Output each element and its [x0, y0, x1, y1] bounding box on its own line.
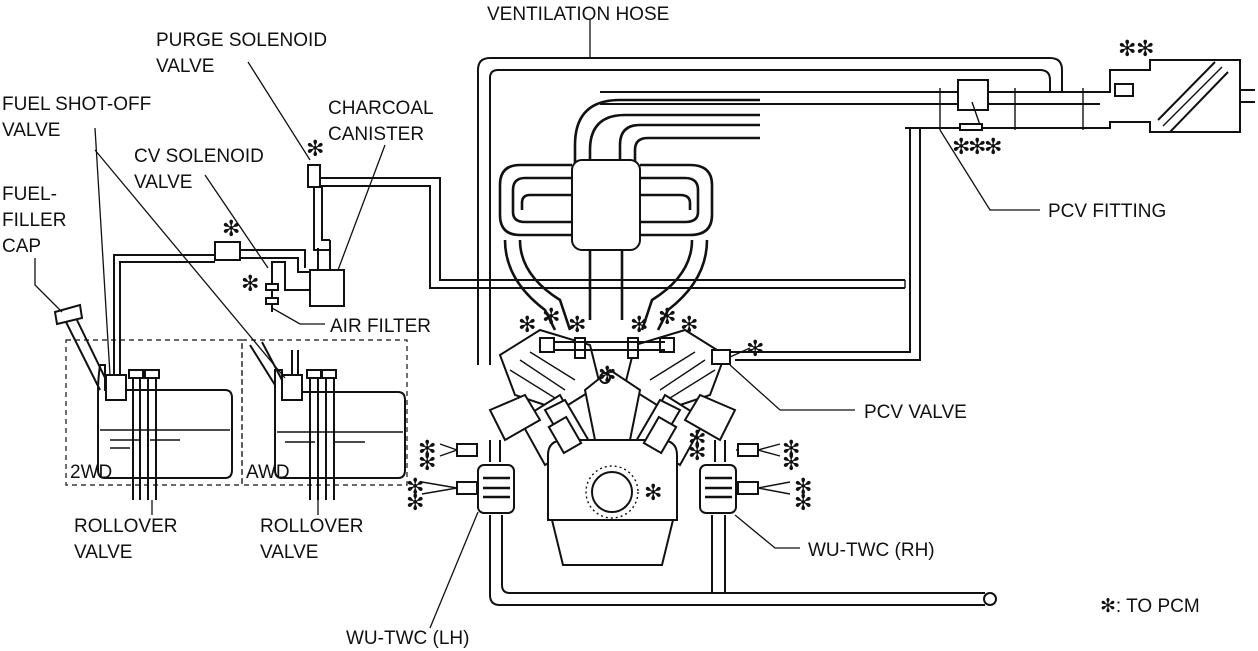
pcm-marker: ✻ [984, 135, 1002, 160]
fuel-tank-awd [241, 339, 408, 500]
pcm-marker: ✻ [1136, 37, 1154, 62]
legend-to-pcm: ✻: TO PCM [1100, 596, 1200, 617]
label-pcv-fitting: PCV FITTING [1048, 201, 1166, 222]
label-charcoal-canister: CHARCOAL [328, 98, 434, 119]
label-charcoal-canister: CANISTER [328, 124, 424, 145]
pcm-marker: ✻ [406, 491, 424, 516]
fuel-tank-2wd [53, 303, 243, 500]
evap-lines [113, 164, 906, 380]
intake-duct [600, 59, 1255, 133]
ventilation-hose [477, 57, 1063, 365]
pcm-marker: ✻ [746, 337, 764, 362]
label-fuel-filler-cap: FUEL- [2, 184, 57, 205]
labels: VENTILATION HOSE PURGE SOLENOID VALVE CH… [2, 4, 1200, 649]
intake-manifold [498, 98, 760, 331]
label-wu-twc-lh: WU-TWC (LH) [346, 628, 469, 649]
label-rollover-valve-left: ROLLOVER [74, 516, 177, 537]
pcm-marker: ✻ [406, 475, 424, 500]
pcm-marker: ✻ [782, 451, 800, 476]
label-tank-2wd: 2WD [70, 462, 112, 483]
pcm-marker: ✻ [518, 313, 536, 338]
pcm-marker: ✻ [568, 313, 586, 338]
label-fuel-shutoff-valve: VALVE [2, 120, 60, 141]
label-pcv-valve: PCV VALVE [864, 402, 967, 423]
label-fuel-filler-cap: FILLER [2, 210, 66, 231]
label-tank-awd: AWD [246, 462, 290, 483]
pcm-marker: ✻ [688, 427, 706, 452]
pcm-marker: ✻ [688, 441, 706, 466]
pcm-marker: ✻ [952, 135, 970, 160]
pcm-marker: ✻ [794, 475, 812, 500]
label-fuel-shutoff-valve: FUEL SHOT-OFF [2, 94, 151, 115]
label-cv-solenoid-valve: VALVE [134, 172, 192, 193]
label-air-filter: AIR FILTER [330, 316, 431, 337]
label-wu-twc-rh: WU-TWC (RH) [808, 540, 935, 561]
pcm-markers: ✻ ✻ ✻ ✻ ✻ ✻ ✻ ✻ ✻ ✻ ✻ ✻ ✻ ✻ ✻ ✻ ✻ ✻ ✻ ✻ … [222, 37, 1154, 516]
label-fuel-filler-cap: CAP [2, 236, 41, 257]
head-crossover [555, 341, 665, 351]
pcm-marker: ✻ [1118, 37, 1136, 62]
label-rollover-valve-left: VALVE [74, 542, 132, 563]
pcm-marker: ✻ [680, 313, 698, 338]
pcm-marker: ✻ [222, 217, 240, 242]
pcm-marker: ✻ [598, 363, 616, 388]
pcv-hose [711, 127, 921, 365]
pcm-marker: ✻ [630, 313, 648, 338]
pcm-marker: ✻ [418, 437, 436, 462]
pcm-marker: ✻ [306, 137, 324, 162]
label-rollover-valve-right: ROLLOVER [260, 516, 363, 537]
pcm-marker: ✻ [794, 491, 812, 516]
exhaust-system [421, 440, 997, 606]
pcm-marker: ✻ [418, 451, 436, 476]
label-purge-solenoid-valve: PURGE SOLENOID [156, 30, 327, 51]
pcm-marker: ✻ [782, 437, 800, 462]
pcm-marker: ✻ [658, 305, 676, 330]
label-rollover-valve-right: VALVE [260, 542, 318, 563]
label-cv-solenoid-valve: CV SOLENOID [134, 146, 264, 167]
label-purge-solenoid-valve: VALVE [156, 56, 214, 77]
pcm-marker: ✻ [968, 135, 986, 160]
pcm-marker: ✻ [241, 272, 259, 297]
label-ventilation-hose: VENTILATION HOSE [487, 4, 669, 25]
pcm-marker: ✻ [644, 481, 662, 506]
leader-lines [34, 20, 1040, 629]
pcm-marker: ✻ [542, 305, 560, 330]
